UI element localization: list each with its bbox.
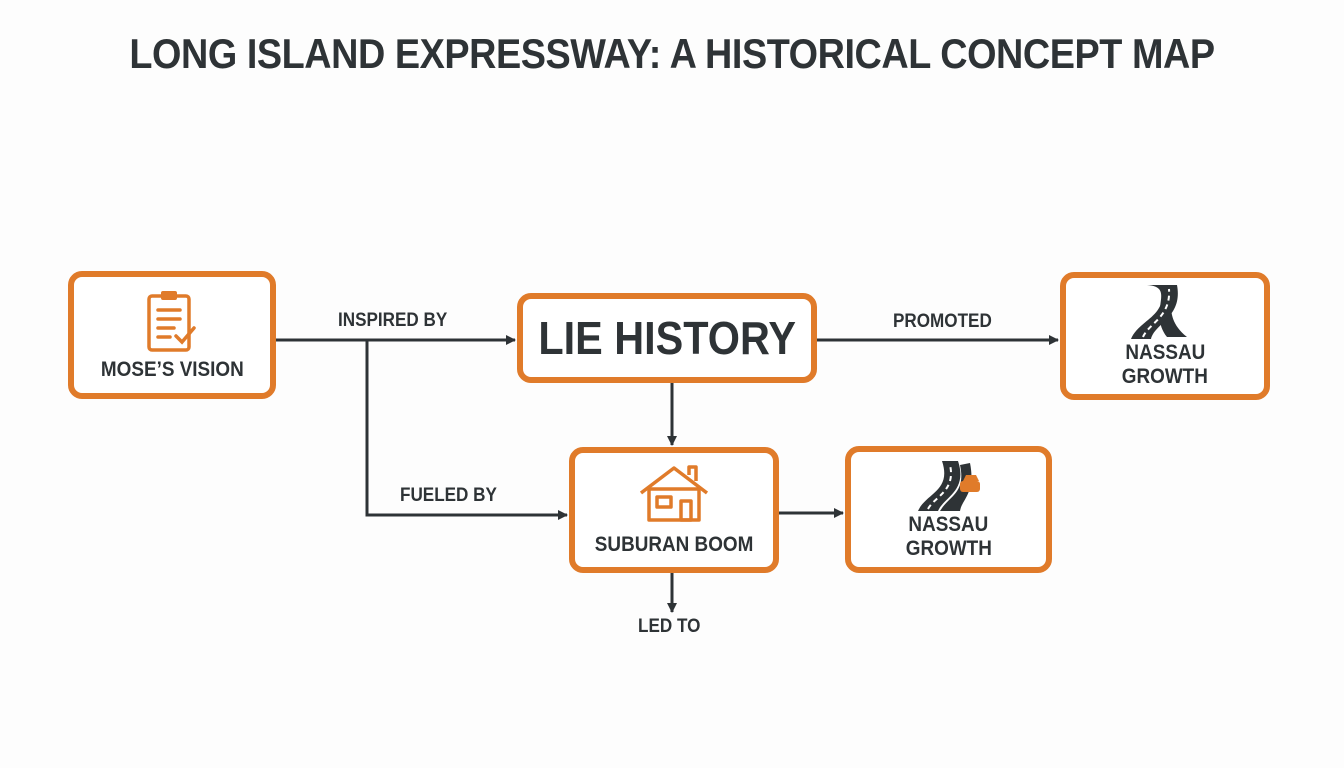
road-car-icon <box>917 460 980 511</box>
node-nassau-growth-top[interactable]: NASSAU GROWTH <box>1060 272 1270 400</box>
node-label: LIE HISTORY <box>538 312 796 364</box>
clipboard-check-icon <box>147 291 196 352</box>
page-title: LONG ISLAND EXPRESSWAY: A HISTORICAL CON… <box>129 30 1215 77</box>
edge-label-promoted: PROMOTED <box>893 311 992 332</box>
node-nassau-growth-bottom[interactable]: NASSAU GROWTH <box>845 446 1052 573</box>
node-suburban-boom[interactable]: SUBURAN BOOM <box>569 447 779 573</box>
edge-label-led-to: LED TO <box>638 616 701 637</box>
winding-road-icon <box>1131 285 1187 339</box>
house-icon <box>639 465 709 522</box>
edge-label-fueled-by: FUELED BY <box>400 485 497 506</box>
node-moses-vision[interactable]: MOSE’S VISION <box>68 271 276 399</box>
node-label: SUBURAN BOOM <box>594 533 754 556</box>
node-label-line2: GROWTH <box>1121 365 1209 388</box>
node-label-line2: GROWTH <box>905 536 992 560</box>
node-label-line1: NASSAU <box>908 512 989 536</box>
node-label-line1: NASSAU <box>1125 341 1205 364</box>
node-label: MOSE’S VISION <box>100 358 244 381</box>
edge-label-inspired-by: INSPIRED BY <box>338 310 448 331</box>
edge-moses-suburban <box>365 340 568 520</box>
node-lie-history[interactable]: LIE HISTORY <box>517 293 817 383</box>
